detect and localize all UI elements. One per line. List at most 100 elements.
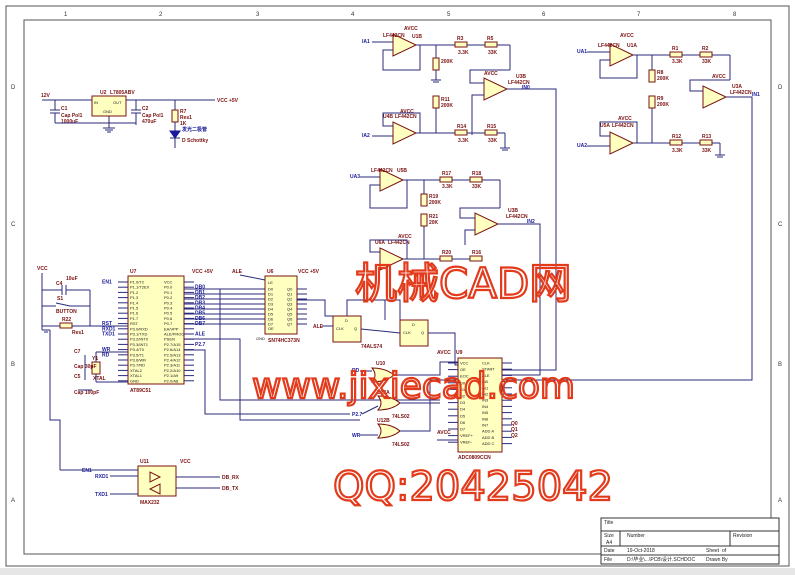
r9-value: 200K <box>657 102 669 108</box>
adc-right-pin-5: IN2 <box>482 392 489 397</box>
r17-resistor <box>439 176 453 183</box>
gate-u12b <box>376 423 401 439</box>
r7-ref: R7 <box>180 109 187 115</box>
ua3-net: UA3 <box>350 174 360 180</box>
r22-resistor <box>59 322 73 329</box>
mcu-left-pin-8: RST <box>130 321 139 326</box>
r14-resistor <box>454 129 468 136</box>
mcu-left-pin-3: P1.3 <box>130 295 139 300</box>
mcu-vcc: VCC +5V <box>192 269 214 275</box>
c1-value: 1000uF <box>61 119 78 125</box>
mcu-right-net-10: ALE <box>195 332 206 338</box>
latch-q-pin-3: Q3 <box>287 302 293 307</box>
r22-type: Res1 <box>72 330 84 336</box>
adc-right-pin-2: ALE <box>482 373 490 378</box>
flipflop-block: 74ALS74 CLK D Q ALE CLK D Q <box>297 299 458 366</box>
opamp-u5a <box>609 131 635 155</box>
max232-vcc: VCC <box>180 459 191 465</box>
u3b-part: LF442CN <box>508 80 530 86</box>
r17-ref: R17 <box>442 171 451 177</box>
gate-p27-net: P2.7 <box>352 412 363 418</box>
mcu-left-pin-11: P3.2/INT0 <box>130 337 149 342</box>
max232-txd: TXD1 <box>95 492 108 498</box>
gate-u12a-part: 74LS02 <box>392 414 410 420</box>
zone-row-b-left: B <box>11 362 15 368</box>
max232-en: EN1 <box>82 468 92 474</box>
mcu-left-net-8: RST <box>102 321 112 327</box>
zone-labels-top: 1 2 3 4 5 6 7 8 <box>64 12 737 18</box>
r1-top <box>454 41 468 48</box>
opamp-u3b-top <box>483 77 509 101</box>
ff-a-q: Q <box>354 326 357 331</box>
u5b-ref: U5B <box>397 168 407 174</box>
mcu-right-pin-14: P2.5/A13 <box>164 352 181 357</box>
gate-u12a-ref: U12A <box>377 390 390 396</box>
latch-chip <box>264 275 298 335</box>
crystal-ref: Y1 <box>92 356 98 362</box>
r2-value: 33K <box>702 59 712 65</box>
zone-col-1: 1 <box>64 12 68 18</box>
gate-u10-in: RD <box>352 368 360 374</box>
r19-value: 200K <box>429 200 441 206</box>
max232-out-tx: DB_TX <box>222 486 239 492</box>
r21-value: 20K <box>429 220 439 226</box>
ia1-net: IA1 <box>362 39 370 45</box>
reset-sw-ref: S1 <box>57 296 63 302</box>
mcu-right-pin-12: P2.7/A15 <box>164 342 181 347</box>
adc-right-pin-7: IN4 <box>482 404 489 409</box>
watermark-line-3: QQ:20425042 <box>333 464 613 510</box>
zone-col-2: 2 <box>159 12 163 18</box>
u1b-part: LF442CN <box>383 33 405 39</box>
mcu-chip <box>127 275 185 385</box>
max232-part: MAX232 <box>140 500 160 506</box>
max232-buffer-2 <box>148 483 161 495</box>
r19-resistor <box>420 193 428 207</box>
adc-left-pin-12: VREF- <box>460 440 473 445</box>
mcu-left-pin-17: XTAL2 <box>130 368 143 373</box>
reset-sw-type: BUTTON <box>56 309 77 315</box>
mcu-right-pin-4: P0.3 <box>164 300 173 305</box>
latch-q-pin-2: Q2 <box>287 297 293 302</box>
u4b-part: LF442CN <box>395 114 417 120</box>
u3a-ref: U3A <box>732 84 742 90</box>
adc-ref: U9 <box>456 350 463 356</box>
adc-right-pin-4: IN1 <box>482 385 489 390</box>
mcu-right-pin-18: P2.1/A9 <box>164 373 179 378</box>
bottom-scrollbar[interactable] <box>0 568 795 575</box>
adc-left-pin-4: D1 <box>460 387 466 392</box>
mcu-right-pin-13: P2.6/A14 <box>164 347 181 352</box>
adc-right-pin-0: CLK <box>482 361 490 366</box>
tb-date-label: Date <box>604 548 615 554</box>
regulator-part: L7805ABV <box>110 90 135 96</box>
ff-a-clk: CLK <box>336 326 344 331</box>
voltage-channel-ua: UA1 LF442CN U1A AVCC R1 3.3K R2 33K R8 2… <box>505 33 760 381</box>
r5-ref: R5 <box>487 36 494 42</box>
r18-value: 33K <box>472 184 482 190</box>
zone-row-d-right: D <box>778 85 783 91</box>
adc-right-pin-10: IN7 <box>482 423 489 428</box>
mcu-left-pins: P1.0/T2EN1P1.1/T2EXP1.2P1.3P1.4P1.5P1.6P… <box>102 280 150 384</box>
reset-c-ref: C4 <box>56 281 63 287</box>
tb-file-value: D:\毕业\...\PCB\设计.SCHDOC <box>627 556 695 563</box>
gate-u12b-part: 74LS02 <box>392 442 410 448</box>
latch-q-pin-0: Q0 <box>287 287 293 292</box>
data-bus <box>184 288 440 421</box>
r13-ref: R13 <box>702 134 711 140</box>
u5b-part: LF442CN <box>371 168 393 174</box>
mcu-left-pin-12: P3.3/INT1 <box>130 342 149 347</box>
adc-right-pin-8: IN5 <box>482 410 489 415</box>
latch-q-pin-6: Q6 <box>287 317 293 322</box>
adc-avcc2: AVCC <box>437 430 451 436</box>
latch-q-pin-7: Q7 <box>287 322 293 327</box>
adc-net-q2: Q2 <box>511 433 518 439</box>
mcu-left-pin-4: P1.4 <box>130 300 139 305</box>
opamp-u1a <box>609 43 635 67</box>
r21-ref: R21 <box>429 214 438 220</box>
ff-b-clk: CLK <box>403 330 411 335</box>
tb-date-value: 19-Oct-2018 <box>627 548 655 554</box>
mcu-right-pin-3: P0.2 <box>164 295 173 300</box>
adc-right-pin-12: ADD B <box>482 435 495 440</box>
mcu-right-pin-5: P0.4 <box>164 306 173 311</box>
ff-a-part: 74ALS74 <box>361 344 382 350</box>
